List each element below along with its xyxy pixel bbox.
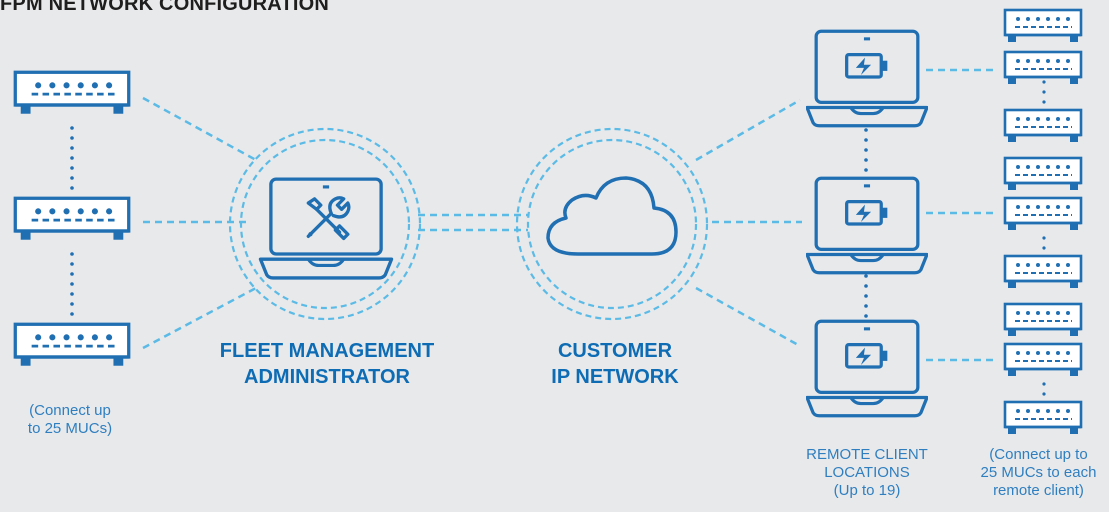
wrench-screwdriver-laptop-icon	[258, 177, 394, 280]
muc-device-icon	[13, 70, 131, 116]
right-muc-note: (Connect up to 25 MUCs to each remote cl…	[968, 446, 1109, 500]
customer-network-label: CUSTOMER IP NETWORK	[540, 338, 690, 390]
battery-laptop-icon	[806, 176, 928, 275]
right-muc-stack	[1003, 8, 1083, 436]
battery-laptop-icon	[806, 319, 928, 418]
muc-device-icon	[1003, 400, 1083, 436]
remote-clients-label-line2: LOCATIONS	[824, 464, 910, 481]
right-muc-note-line1: (Connect up to	[989, 446, 1088, 463]
muc-device-icon	[13, 196, 131, 242]
right-muc-dots	[1042, 80, 1046, 396]
muc-device-icon	[1003, 342, 1083, 378]
right-muc-note-line2: 25 MUCs to each	[980, 464, 1097, 481]
cloud-icon	[546, 176, 678, 256]
admin-halo	[228, 127, 422, 321]
muc-device-icon	[13, 322, 131, 368]
muc-device-icon	[1003, 50, 1083, 86]
muc-device-icon	[1003, 156, 1083, 192]
connection-lines	[142, 68, 996, 362]
left-dots-lower	[70, 252, 74, 316]
customer-network-label-line2: IP NETWORK	[551, 366, 679, 388]
link-muc-admin-bottom	[142, 286, 257, 350]
fleet-admin-label: FLEET MANAGEMENT ADMINISTRATOR	[217, 338, 437, 390]
left-muc-note-line1: (Connect up	[29, 402, 111, 419]
muc-device-icon	[1003, 108, 1083, 144]
right-muc-note-line3: remote client)	[993, 482, 1084, 499]
muc-device-icon	[1003, 254, 1083, 290]
muc-device-icon	[1003, 196, 1083, 232]
remote-clients-label: REMOTE CLIENT LOCATIONS (Up to 19)	[792, 446, 942, 500]
muc-device-icon	[1003, 302, 1083, 338]
left-dots-upper	[70, 126, 74, 190]
muc-device-icon	[1003, 8, 1083, 44]
left-muc-note-line2: to 25 MUCs)	[27, 420, 113, 437]
fleet-admin-label-line1: FLEET MANAGEMENT	[219, 340, 435, 362]
network-halo	[515, 127, 709, 321]
client-dots-upper	[864, 128, 868, 172]
battery-laptop-icon	[806, 29, 928, 128]
client-dots-lower	[864, 274, 868, 318]
link-cloud-client-bottom	[695, 286, 801, 348]
remote-clients-label-line1: REMOTE CLIENT	[806, 446, 928, 463]
remote-clients-label-line3: (Up to 19)	[833, 482, 901, 499]
diagram-title: FPM NETWORK CONFIGURATION	[0, 0, 330, 15]
fleet-admin-label-line2: ADMINISTRATOR	[244, 366, 410, 388]
dotted-connectors	[70, 80, 1046, 396]
link-muc-admin-top	[142, 96, 257, 162]
left-muc-note: (Connect up to 25 MUCs)	[10, 402, 130, 438]
link-cloud-client-top	[695, 98, 801, 162]
customer-network-label-line1: CUSTOMER	[557, 340, 673, 362]
